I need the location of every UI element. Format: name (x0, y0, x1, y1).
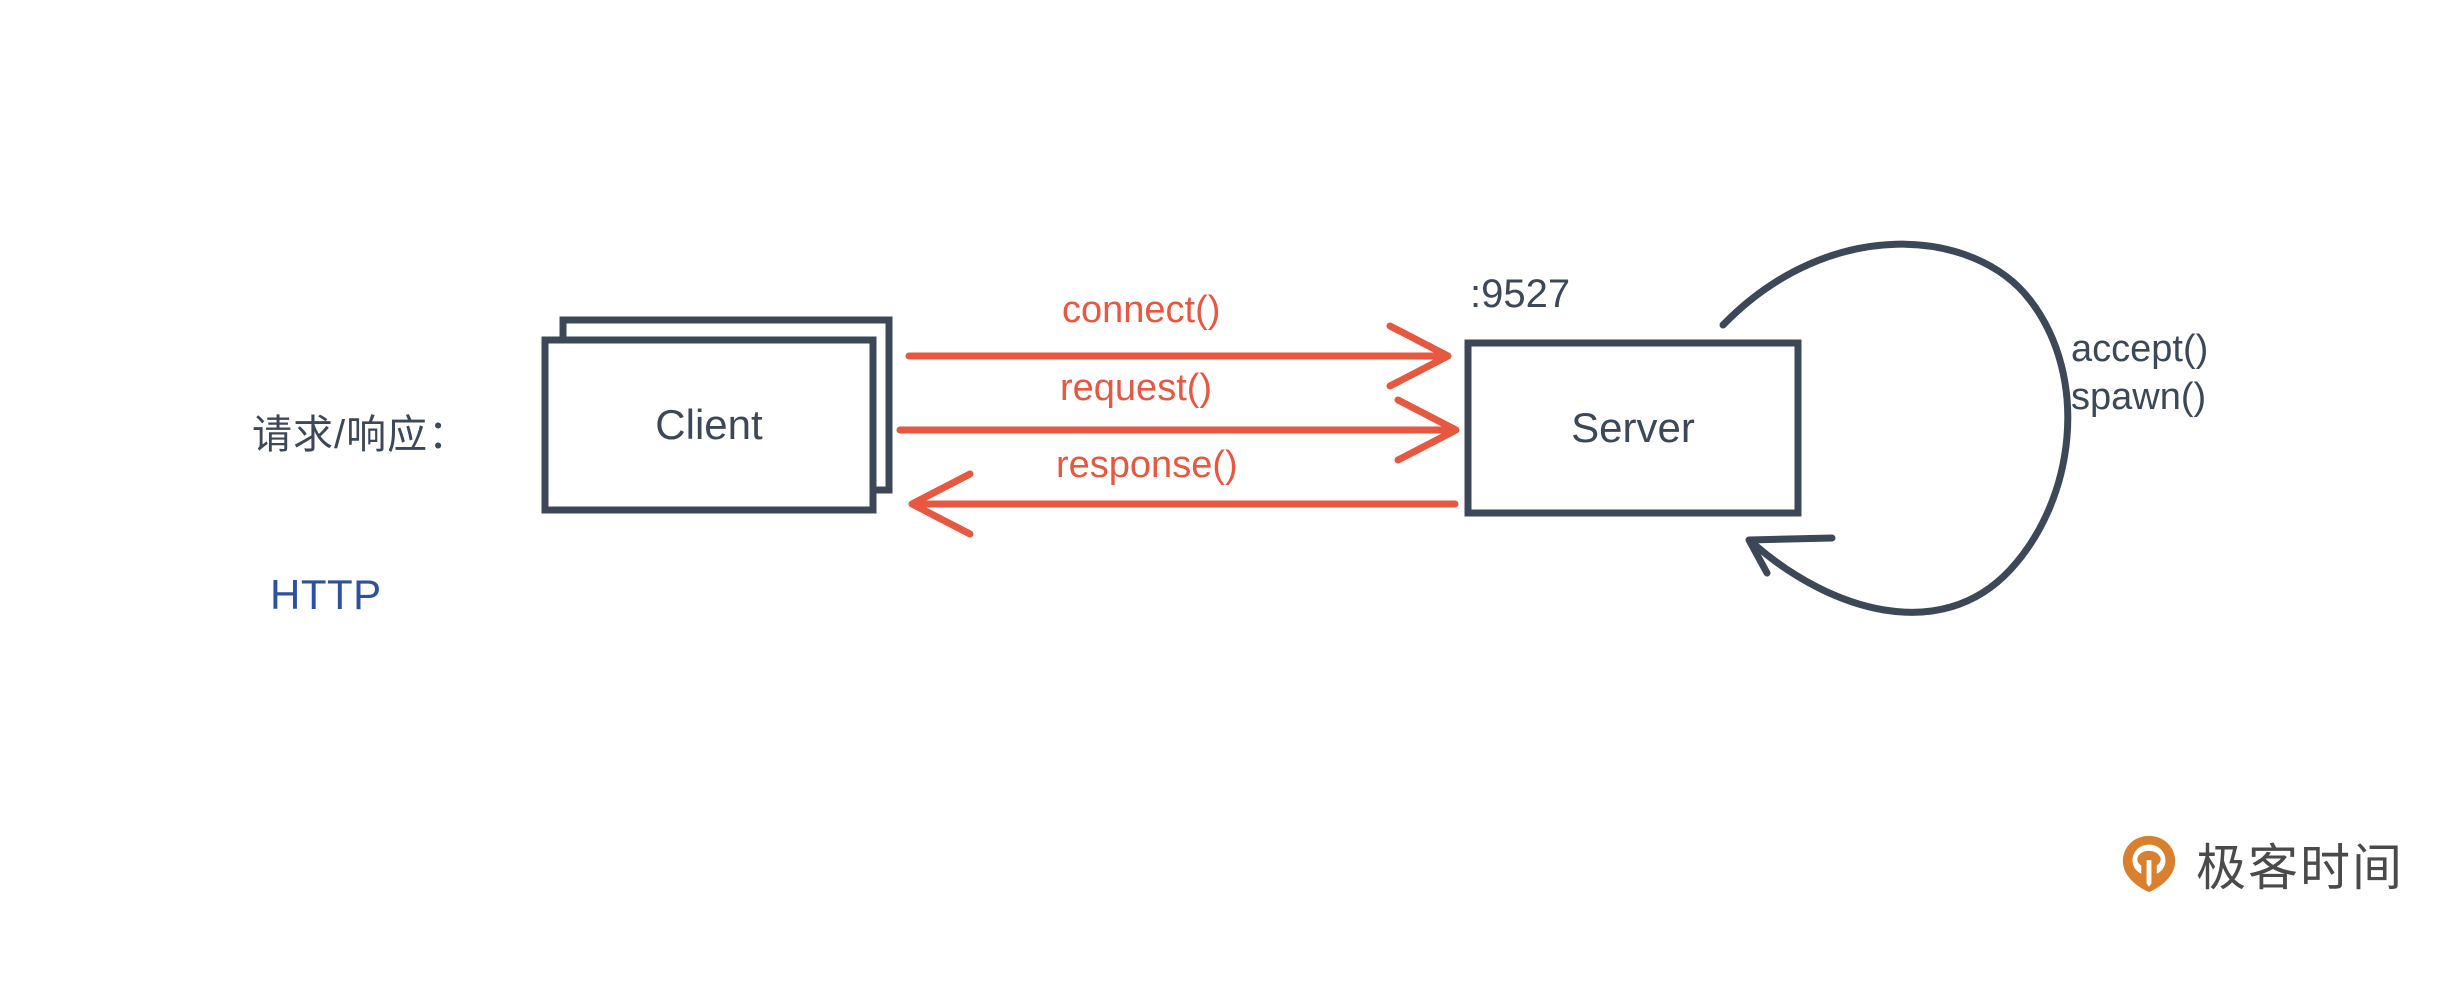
message-label-response: response() (1056, 444, 1238, 486)
server-box (1464, 339, 1802, 517)
response-arrow (908, 470, 1459, 538)
server-loop-label-spawn: spawn() (2071, 376, 2207, 418)
row-label-request-response: 请求/响应： (252, 413, 470, 457)
response-arrow-head (908, 470, 974, 538)
server-self-loop-arrow (1719, 240, 2072, 616)
message-label-request: request() (1060, 367, 1213, 409)
server-node (1464, 339, 1802, 517)
connect-arrow (905, 322, 1452, 390)
connect-arrow-head (1386, 322, 1452, 390)
brand-wordmark: 极客时间 (2196, 839, 2404, 897)
geektime-logo-icon (2122, 835, 2176, 893)
client-box-front (541, 336, 877, 514)
server-self-loop-head (1745, 534, 1836, 577)
server-self-loop-path (1719, 240, 2072, 616)
server-loop-label-accept: accept() (2071, 328, 2209, 370)
client-label: Client (655, 401, 763, 448)
request-arrow-head (1394, 396, 1460, 464)
server-label: Server (1571, 404, 1695, 451)
message-label-connect: connect() (1062, 289, 1221, 331)
brand-watermark: 极客时间 (2118, 828, 2404, 900)
protocol-label-http: HTTP (270, 571, 382, 618)
server-port-label: :9527 (1470, 272, 1571, 316)
client-node (541, 316, 893, 514)
request-arrow (896, 396, 1460, 464)
